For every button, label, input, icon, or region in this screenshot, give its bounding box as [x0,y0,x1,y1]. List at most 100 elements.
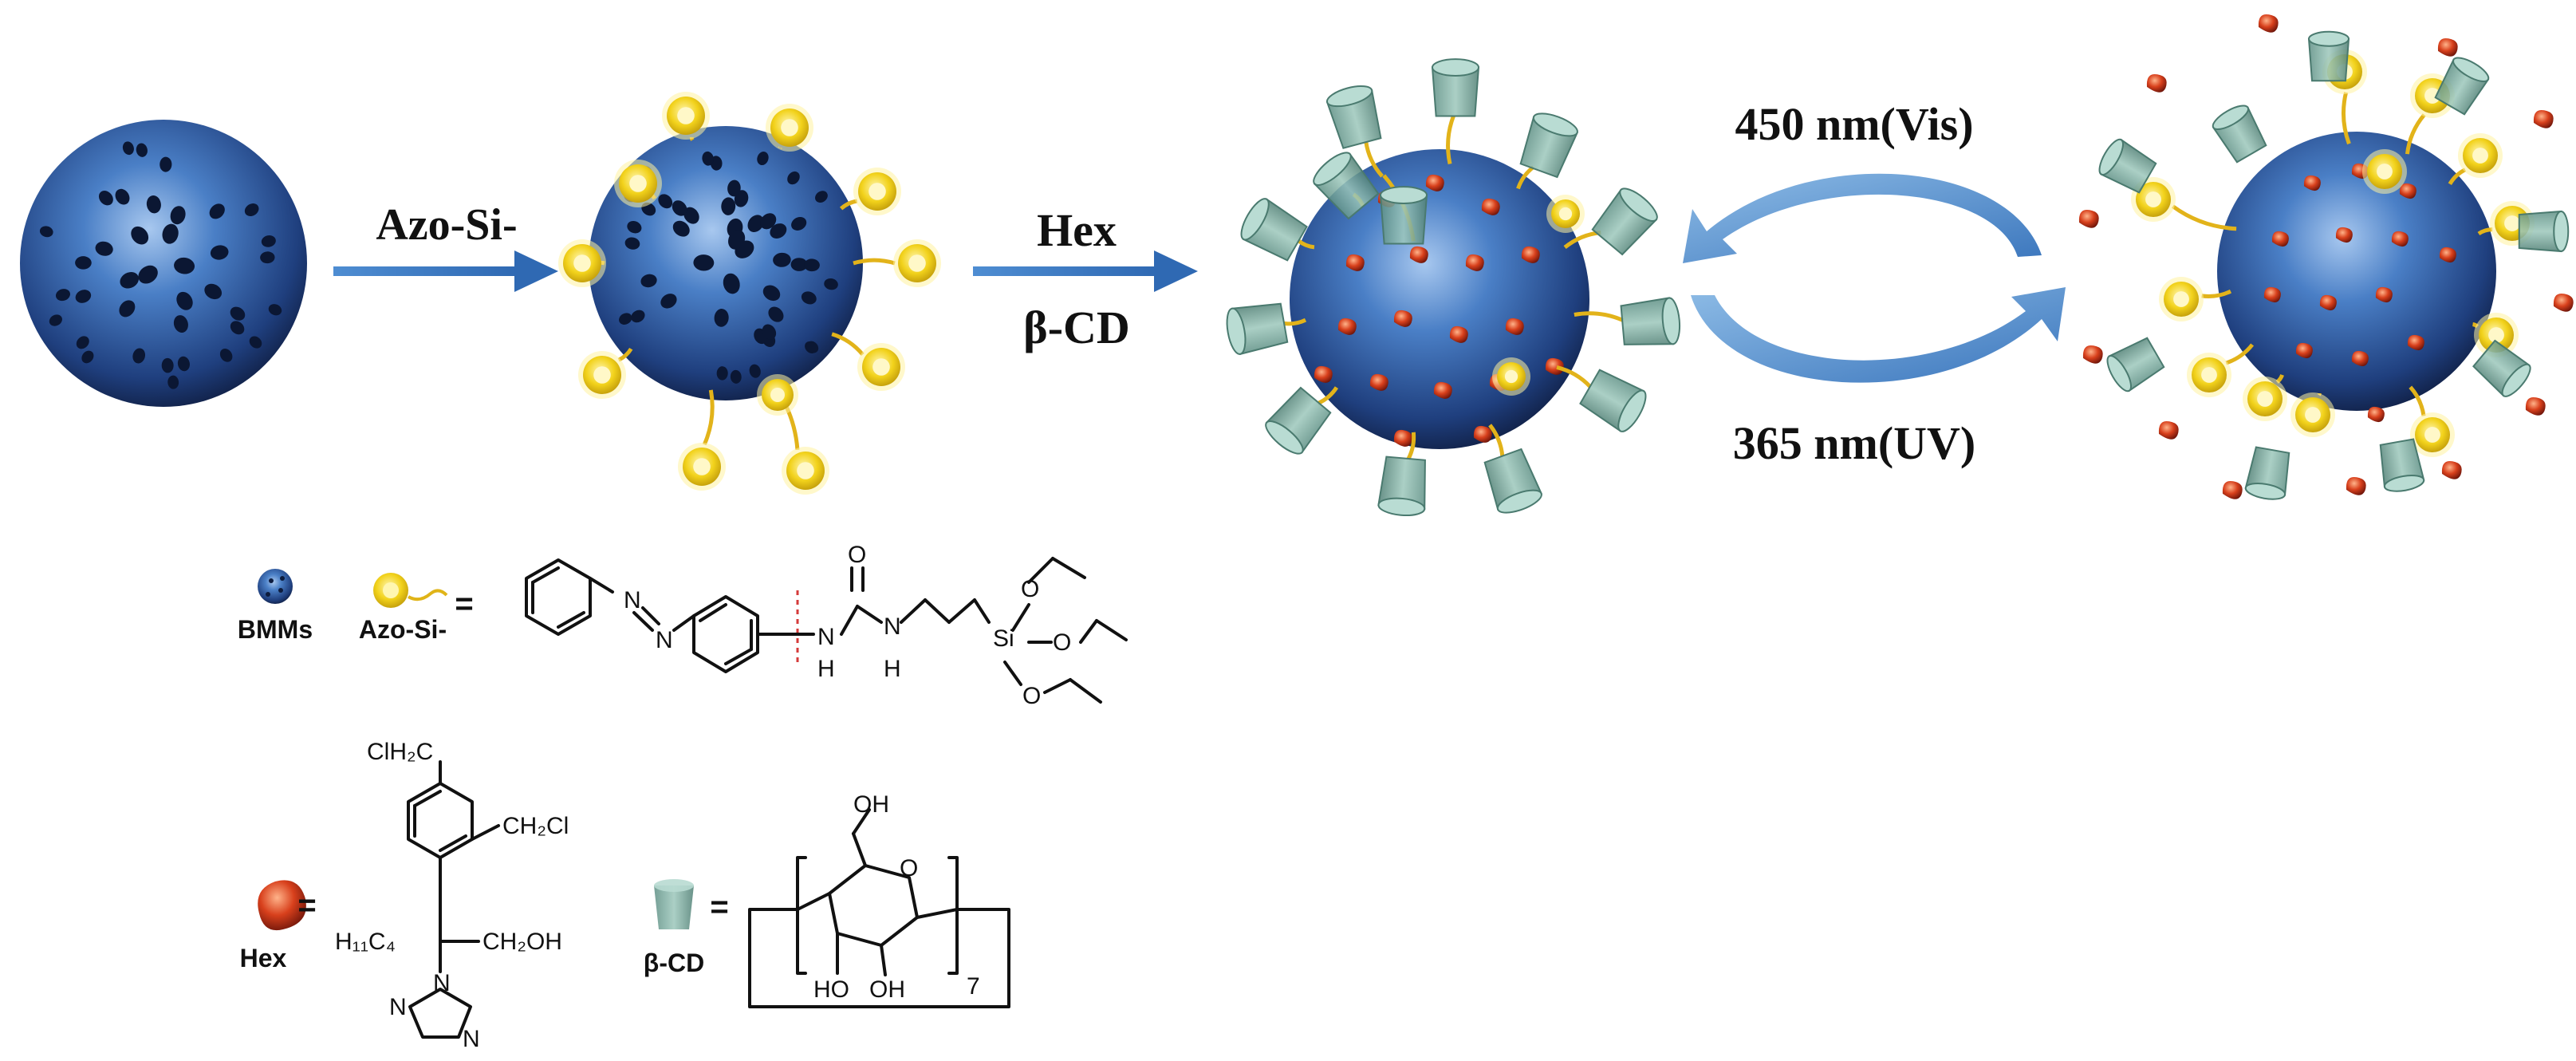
pore [723,273,740,294]
pore [762,285,781,302]
azo-o-carbonyl: O [848,542,866,568]
pore [693,254,715,271]
cd-rim [1377,497,1426,517]
step2-label-bottom: β-CD [1023,302,1130,353]
azo-center [869,183,886,200]
drug-molecule [2525,396,2546,416]
pore [261,235,276,247]
light-cycle-arrows [1683,173,2066,383]
pore [762,324,777,340]
drug-molecule [2351,350,2369,367]
pore [176,291,193,310]
drug-molecule [1473,425,1492,443]
hex-equals: = [297,888,316,923]
cyclodextrin [2212,105,2267,164]
pore [119,300,136,318]
pore [683,207,699,224]
pore [672,220,690,237]
drug-molecule [1481,198,1500,215]
drug-molecule [1505,318,1524,335]
azo-nh1-h: H [817,656,835,682]
pore [174,257,195,274]
pore [146,195,161,214]
azo-nh2: N [884,613,901,640]
step2-label-top: Hex [1037,204,1117,256]
cd-rim [2244,482,2286,500]
cd-rim [1661,297,1681,345]
bmms-legend-label: BMMs [238,615,313,644]
tether [2225,343,2255,365]
drug-molecule [1425,174,1444,191]
pore [672,200,687,216]
cyclodextrin [2518,210,2570,253]
cyclodextrin [2472,339,2531,397]
hex-ch2cl: CH₂Cl [502,813,569,839]
drug-molecule [2367,406,2385,423]
cyclodextrin [2098,138,2157,194]
bcd-ho-bottom: HO [813,976,849,1003]
bcd-repeat-n: 7 [967,973,980,1000]
pore [95,241,113,256]
drug-molecule [1433,381,1452,399]
pore [658,194,673,209]
azo-center [2173,291,2189,307]
bcd-o-ring: O [900,855,918,882]
azo-bmm-particle [558,92,941,495]
bcd-oh-top: OH [853,791,889,818]
azo-center [677,107,695,124]
pore [787,171,800,185]
pore [619,313,632,325]
bcd-oh-bottom: OH [869,976,905,1003]
pore [160,156,172,172]
cyclodextrin [1313,152,1380,220]
pore [162,223,179,244]
pore [210,245,229,260]
pore [138,265,158,284]
hex-legend-label: Hex [240,944,287,972]
pore [244,203,259,217]
pore [173,315,188,333]
pore [76,336,89,349]
cd-rim [1532,112,1578,137]
hex-n-b: N [389,994,407,1020]
tether [831,332,865,357]
pore [161,357,174,373]
azo-si: Si [993,625,1014,652]
pore [640,274,657,288]
cyclodextrin [1431,58,1480,117]
cycle-arrow-top [1683,173,2042,263]
azo-center [781,119,798,136]
azo-center [770,388,785,402]
drug-molecule [2146,73,2167,93]
tether [1556,365,1592,389]
hex-structure [407,760,500,1039]
cyclodextrin [1519,112,1579,179]
azo-nh1: N [817,624,835,650]
pore [55,289,70,302]
pore [98,191,113,206]
bare-bmm-particle [20,120,307,407]
drug-molecule [2437,37,2458,57]
azo-center [573,254,591,272]
cd-rim [1265,420,1304,455]
drug-molecule [2375,286,2393,303]
pore [230,306,246,321]
pore [757,152,769,166]
drug-molecule [1337,318,1357,335]
cyclodextrin [2244,446,2290,500]
pore [170,206,186,225]
pore [760,213,777,230]
pore [268,304,282,316]
pore [791,216,807,231]
bcd-legend-label: β-CD [644,949,704,977]
pore [136,143,148,157]
azo-center [1558,207,1573,221]
pore [132,348,146,364]
pore [702,151,714,166]
pore [249,336,262,349]
azo-center [2145,191,2161,207]
cd-rim [2383,474,2425,492]
tether [1446,115,1456,165]
cd-rim [2106,355,2132,392]
azo-si-structure [525,557,1128,704]
